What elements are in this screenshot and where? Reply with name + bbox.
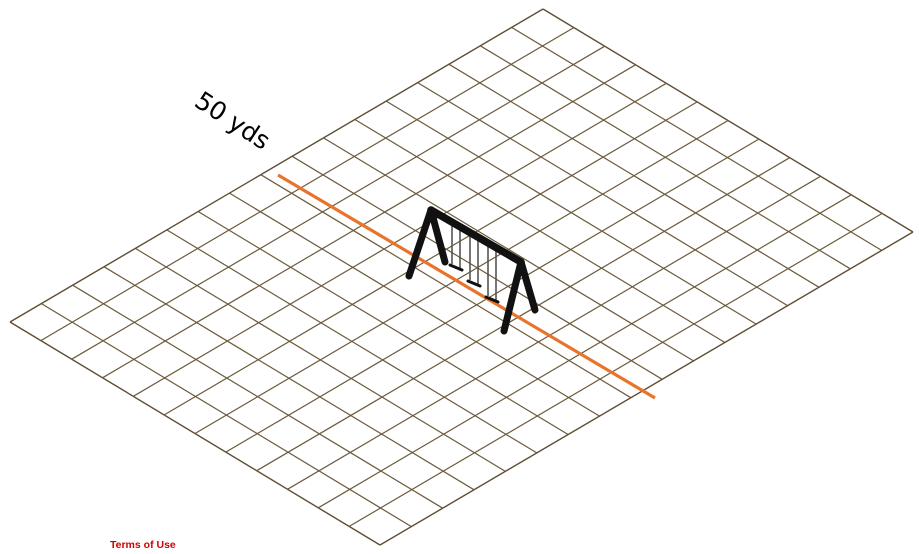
grid-line [71,45,606,360]
grid-line [194,119,729,435]
distance-measure-line [277,173,656,400]
grid-line [287,175,821,490]
grid-line [132,82,667,397]
swing-seat [448,263,464,272]
swing-top-beam [427,206,525,266]
grid-line [163,101,698,416]
grid-line [317,194,852,509]
swing-frame-leg [405,206,435,280]
grid-line [348,212,883,527]
grid-line [40,27,575,342]
swing-set-icon [405,206,539,335]
grid-line [256,157,791,472]
grid-line [379,231,914,546]
swing-frame-leg [427,206,449,266]
swing-seat [484,295,500,304]
swing-seat [466,279,482,288]
terms-of-use-link[interactable]: Terms of Use [110,539,176,551]
grid-line [9,8,544,323]
distance-label: 50 yds [190,86,276,156]
grid-line [102,64,636,379]
ground-grid [9,8,914,546]
swing-frame-leg [500,258,525,335]
grid-line [225,138,760,453]
swing-frame-leg [517,258,539,314]
